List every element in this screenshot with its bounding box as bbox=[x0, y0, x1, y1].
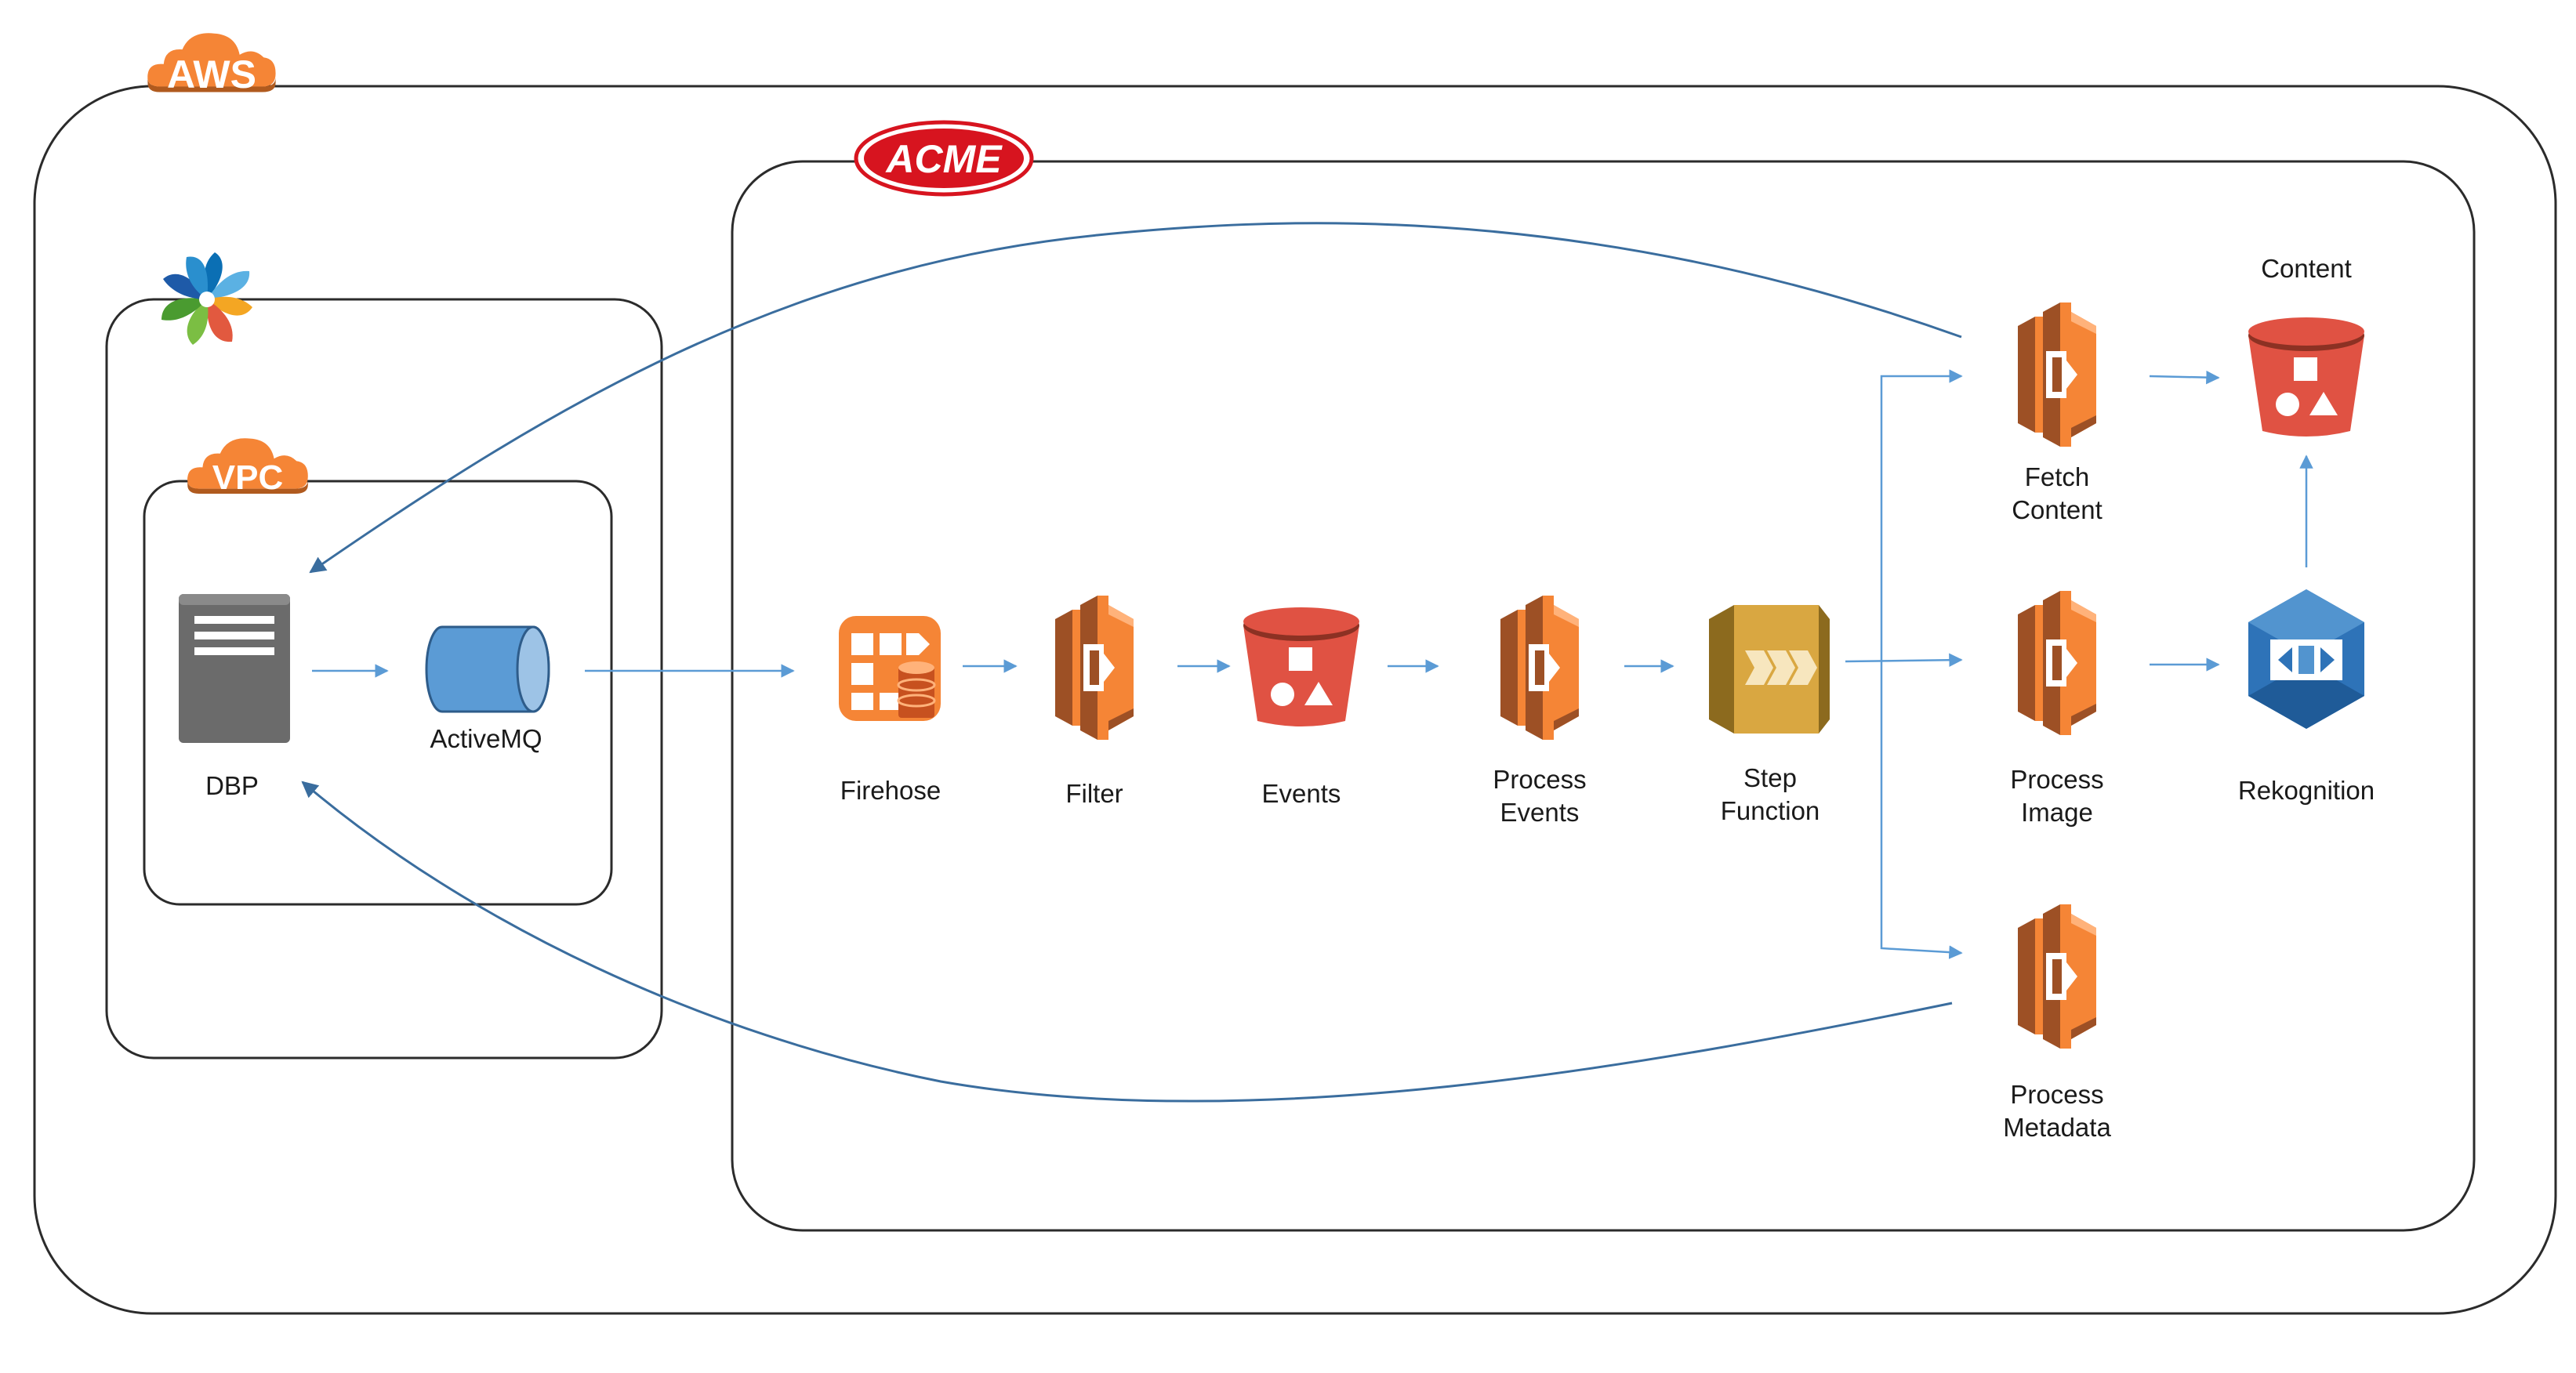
dbp-server-icon bbox=[179, 594, 290, 743]
arrow-fetchcontent-content bbox=[2149, 370, 2220, 385]
process-metadata-label-line1: Process bbox=[2010, 1080, 2103, 1109]
process-events-label-line2: Events bbox=[1500, 798, 1580, 827]
vpc-container bbox=[143, 480, 613, 906]
aws-badge-label: AWS bbox=[167, 53, 256, 96]
vpc-badge-label: VPC bbox=[212, 458, 283, 497]
activemq-queue-icon bbox=[425, 625, 550, 713]
acme-account-container bbox=[731, 160, 2476, 1232]
acme-badge-label: ACME bbox=[884, 137, 1003, 181]
process-image-label-line2: Image bbox=[2021, 798, 2093, 827]
firehose-icon bbox=[839, 616, 941, 721]
activemq-label: ActiveMQ bbox=[430, 724, 542, 753]
content-s3-bucket-icon bbox=[2248, 317, 2364, 437]
acme-logo bbox=[854, 120, 1034, 197]
process-metadata-lambda-icon bbox=[2018, 904, 2096, 1049]
fetch-to-dbp-curve bbox=[309, 222, 1962, 574]
process-metadata-label-line2: Metadata bbox=[2003, 1113, 2111, 1142]
arrow-stepfunction-fetchcontent bbox=[1880, 369, 1963, 661]
arrow-stepfunction-processmetadata bbox=[1880, 661, 1963, 959]
step-function-label-line2: Function bbox=[1721, 796, 1820, 825]
fetch-content-lambda-icon bbox=[2018, 302, 2096, 447]
process-events-label-line1: Process bbox=[1493, 765, 1586, 794]
firehose-label: Firehose bbox=[840, 776, 941, 805]
dbp-label: DBP bbox=[205, 771, 259, 800]
process-events-lambda-icon bbox=[1500, 596, 1579, 740]
metadata-to-dbp-curve bbox=[301, 781, 1953, 1103]
arrow-stepfunction-processimage bbox=[1845, 653, 1963, 667]
events-label: Events bbox=[1262, 779, 1341, 808]
fetch-content-label-line2: Content bbox=[2012, 495, 2103, 524]
events-s3-bucket-icon bbox=[1243, 607, 1359, 726]
alfresco-container bbox=[105, 298, 663, 1060]
fetch-content-label-line1: Fetch bbox=[2025, 462, 2090, 491]
content-label: Content bbox=[2261, 254, 2352, 283]
process-image-lambda-icon bbox=[2018, 591, 2096, 735]
filter-label: Filter bbox=[1065, 779, 1123, 808]
aws-cloud-container bbox=[33, 85, 2557, 1315]
step-function-icon bbox=[1709, 605, 1830, 734]
filter-lambda-icon bbox=[1055, 596, 1134, 740]
rekognition-icon bbox=[2248, 589, 2364, 729]
rekognition-label: Rekognition bbox=[2238, 776, 2375, 805]
step-function-label-line1: Step bbox=[1743, 763, 1797, 792]
alfresco-logo bbox=[161, 252, 252, 345]
process-image-label-line1: Process bbox=[2010, 765, 2103, 794]
